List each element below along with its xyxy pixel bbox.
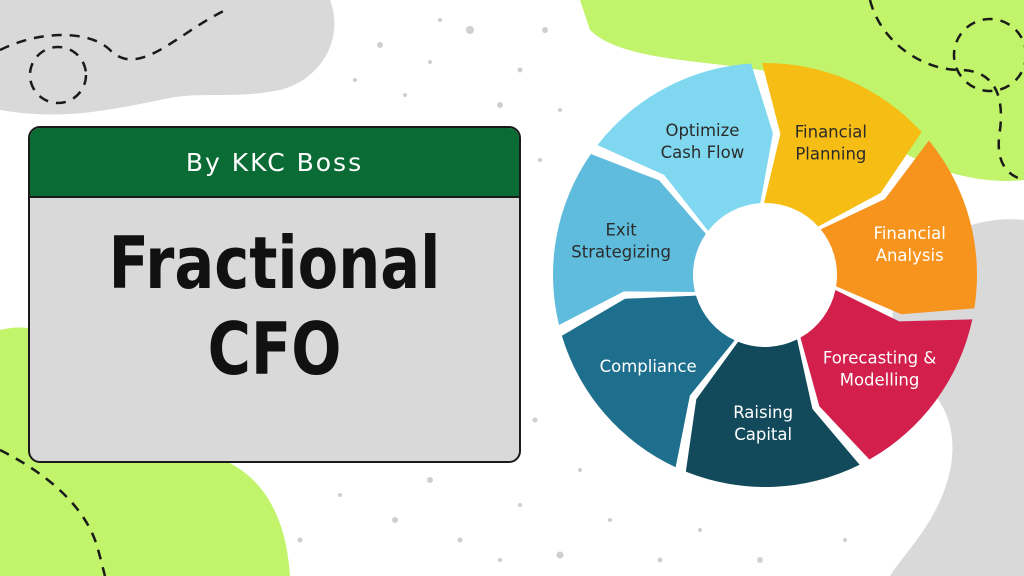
card-title: Fractional CFO xyxy=(74,220,475,392)
segment-financial-analysis xyxy=(820,140,977,315)
dashed-line-top-left xyxy=(0,6,231,61)
segment-label-compliance: Compliance xyxy=(600,357,697,376)
segment-label-forecasting-modelling: Forecasting &Modelling xyxy=(823,349,937,390)
gray-blob-top-left xyxy=(0,0,335,115)
title-card: By KKC Boss Fractional CFO xyxy=(28,126,521,463)
cycle-center xyxy=(697,207,833,343)
segment-compliance xyxy=(561,295,735,468)
segment-exit-strategizing xyxy=(553,154,706,326)
title-line-2: CFO xyxy=(207,307,342,391)
title-line-1: Fractional xyxy=(108,221,441,305)
segment-raising-capital xyxy=(685,339,860,488)
segment-financial-planning xyxy=(762,63,922,227)
speckle-dots xyxy=(297,18,847,563)
dashed-circle-top-left xyxy=(28,45,88,105)
dashed-circle-top-right xyxy=(952,17,1024,93)
segment-forecasting-modelling xyxy=(800,290,973,460)
segment-optimize-cash-flow xyxy=(597,63,773,231)
card-header: By KKC Boss xyxy=(30,128,519,198)
dashed-line-top-right xyxy=(868,0,1024,182)
byline: By KKC Boss xyxy=(185,147,364,177)
